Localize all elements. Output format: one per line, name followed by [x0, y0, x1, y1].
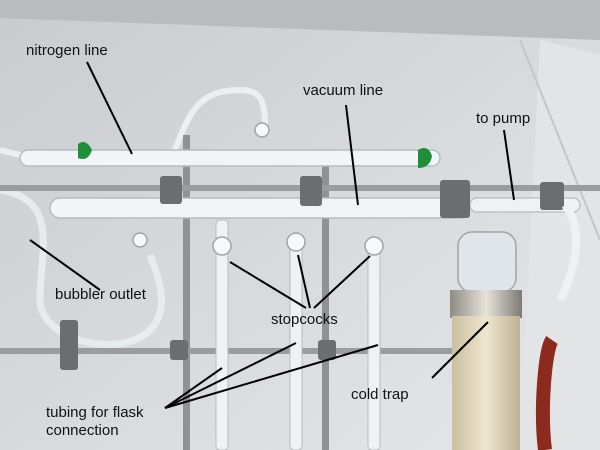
- label-stopcocks: stopcocks: [271, 311, 338, 328]
- clamps: [60, 176, 564, 370]
- label-bubbler-outlet: bubbler outlet: [55, 286, 146, 303]
- nitrogen-manifold: [19, 149, 441, 167]
- cold-trap-dewar-top: [450, 290, 522, 318]
- green-clip-1: [78, 142, 92, 159]
- label-to-pump: to pump: [476, 110, 531, 127]
- hood-edge: [519, 39, 600, 241]
- cold-trap-tape: [452, 316, 520, 450]
- pointer-tubing-3: [164, 344, 379, 409]
- vertical-rod-2: [322, 150, 329, 450]
- red-hose: [535, 335, 559, 450]
- vertical-rod-1: [183, 135, 190, 450]
- horizontal-rod-lower: [0, 348, 460, 354]
- annotation-lines: [29, 61, 515, 409]
- label-cold-trap: cold trap: [351, 386, 409, 403]
- pointer-tubing-2: [164, 342, 297, 409]
- vacuum-manifold: [49, 197, 471, 219]
- stopcock-group: [132, 122, 384, 256]
- label-nitrogen-line: nitrogen line: [26, 42, 108, 59]
- pointer-stopcock-1: [229, 261, 307, 309]
- pointer-vacuum: [345, 104, 359, 206]
- cold-trap-glass: [457, 231, 517, 293]
- pointer-stopcock-2: [297, 254, 311, 309]
- label-vacuum-line: vacuum line: [303, 82, 384, 99]
- label-tubing-flask: tubing for flask connection: [46, 404, 144, 439]
- pointer-bubbler: [29, 239, 101, 291]
- hood-top-beam: [0, 0, 600, 40]
- pointer-coldtrap: [431, 321, 489, 379]
- pump-glass-bend: [556, 202, 581, 302]
- pointer-nitrogen: [86, 61, 133, 155]
- green-clip-2: [418, 148, 432, 168]
- pointer-tubing-1: [164, 367, 223, 409]
- hood-right-wall: [520, 40, 600, 450]
- pointer-pump: [503, 129, 515, 201]
- pointer-stopcock-3: [313, 255, 371, 309]
